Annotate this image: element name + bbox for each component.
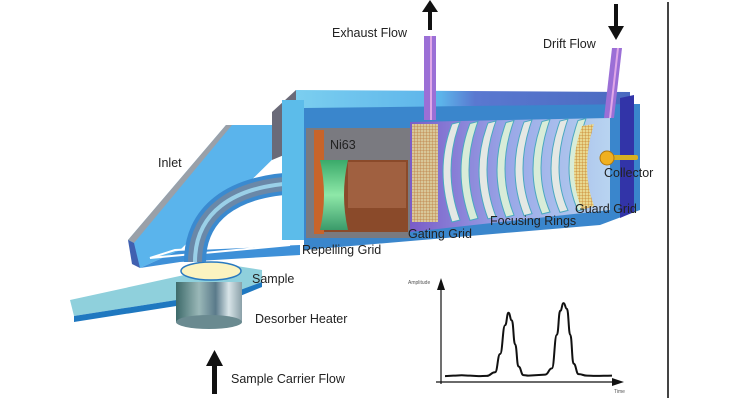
x-axis-arrow xyxy=(612,378,624,386)
desorber-heater xyxy=(176,282,242,329)
sample-disc xyxy=(180,261,242,281)
focusing-ring xyxy=(442,121,461,223)
guard-grid-label: Guard Grid xyxy=(575,202,637,216)
exhaust-flow-label: Exhaust Flow xyxy=(332,26,408,40)
ionization-region xyxy=(306,128,410,238)
guard-grid-mesh xyxy=(574,124,594,210)
exhaust-pipe xyxy=(424,36,436,120)
ni63-label: Ni63 xyxy=(330,138,356,152)
gating-grid-label: Gating Grid xyxy=(408,227,472,241)
y-axis-label: Amplitude xyxy=(408,280,431,286)
arrow-down-icon xyxy=(608,4,624,40)
collector-label: Collector xyxy=(604,166,654,180)
y-axis-arrow xyxy=(437,278,445,290)
x-axis-label: Time xyxy=(614,389,625,395)
focusing-ring xyxy=(478,120,497,220)
inlet-housing xyxy=(128,125,300,268)
focusing-rings xyxy=(442,117,587,223)
inlet-label: Inlet xyxy=(158,156,182,170)
drift-pipe xyxy=(604,48,622,118)
spectrum-line xyxy=(444,302,613,378)
focusing-rings-label: Focusing Rings xyxy=(490,214,577,228)
spectrum-chart xyxy=(436,278,624,386)
focusing-ring xyxy=(460,120,479,221)
repelling-grid-label: Repelling Grid xyxy=(302,243,382,257)
drift-flow-label: Drift Flow xyxy=(543,37,596,51)
sample-carrier-flow-label: Sample Carrier Flow xyxy=(231,372,345,386)
inlet-tube xyxy=(184,172,301,263)
focusing-ring xyxy=(514,119,533,217)
desorber-heater-label: Desorber Heater xyxy=(255,312,348,326)
arrow-up-icon xyxy=(422,0,438,30)
arrow-up-icon xyxy=(206,350,223,394)
focusing-ring xyxy=(532,118,551,215)
sample-label: Sample xyxy=(252,272,295,286)
panel-divider xyxy=(667,2,669,398)
focusing-ring xyxy=(550,118,569,213)
collector xyxy=(599,150,638,166)
focusing-ring xyxy=(496,119,515,218)
gating-grid-mesh xyxy=(412,124,438,222)
